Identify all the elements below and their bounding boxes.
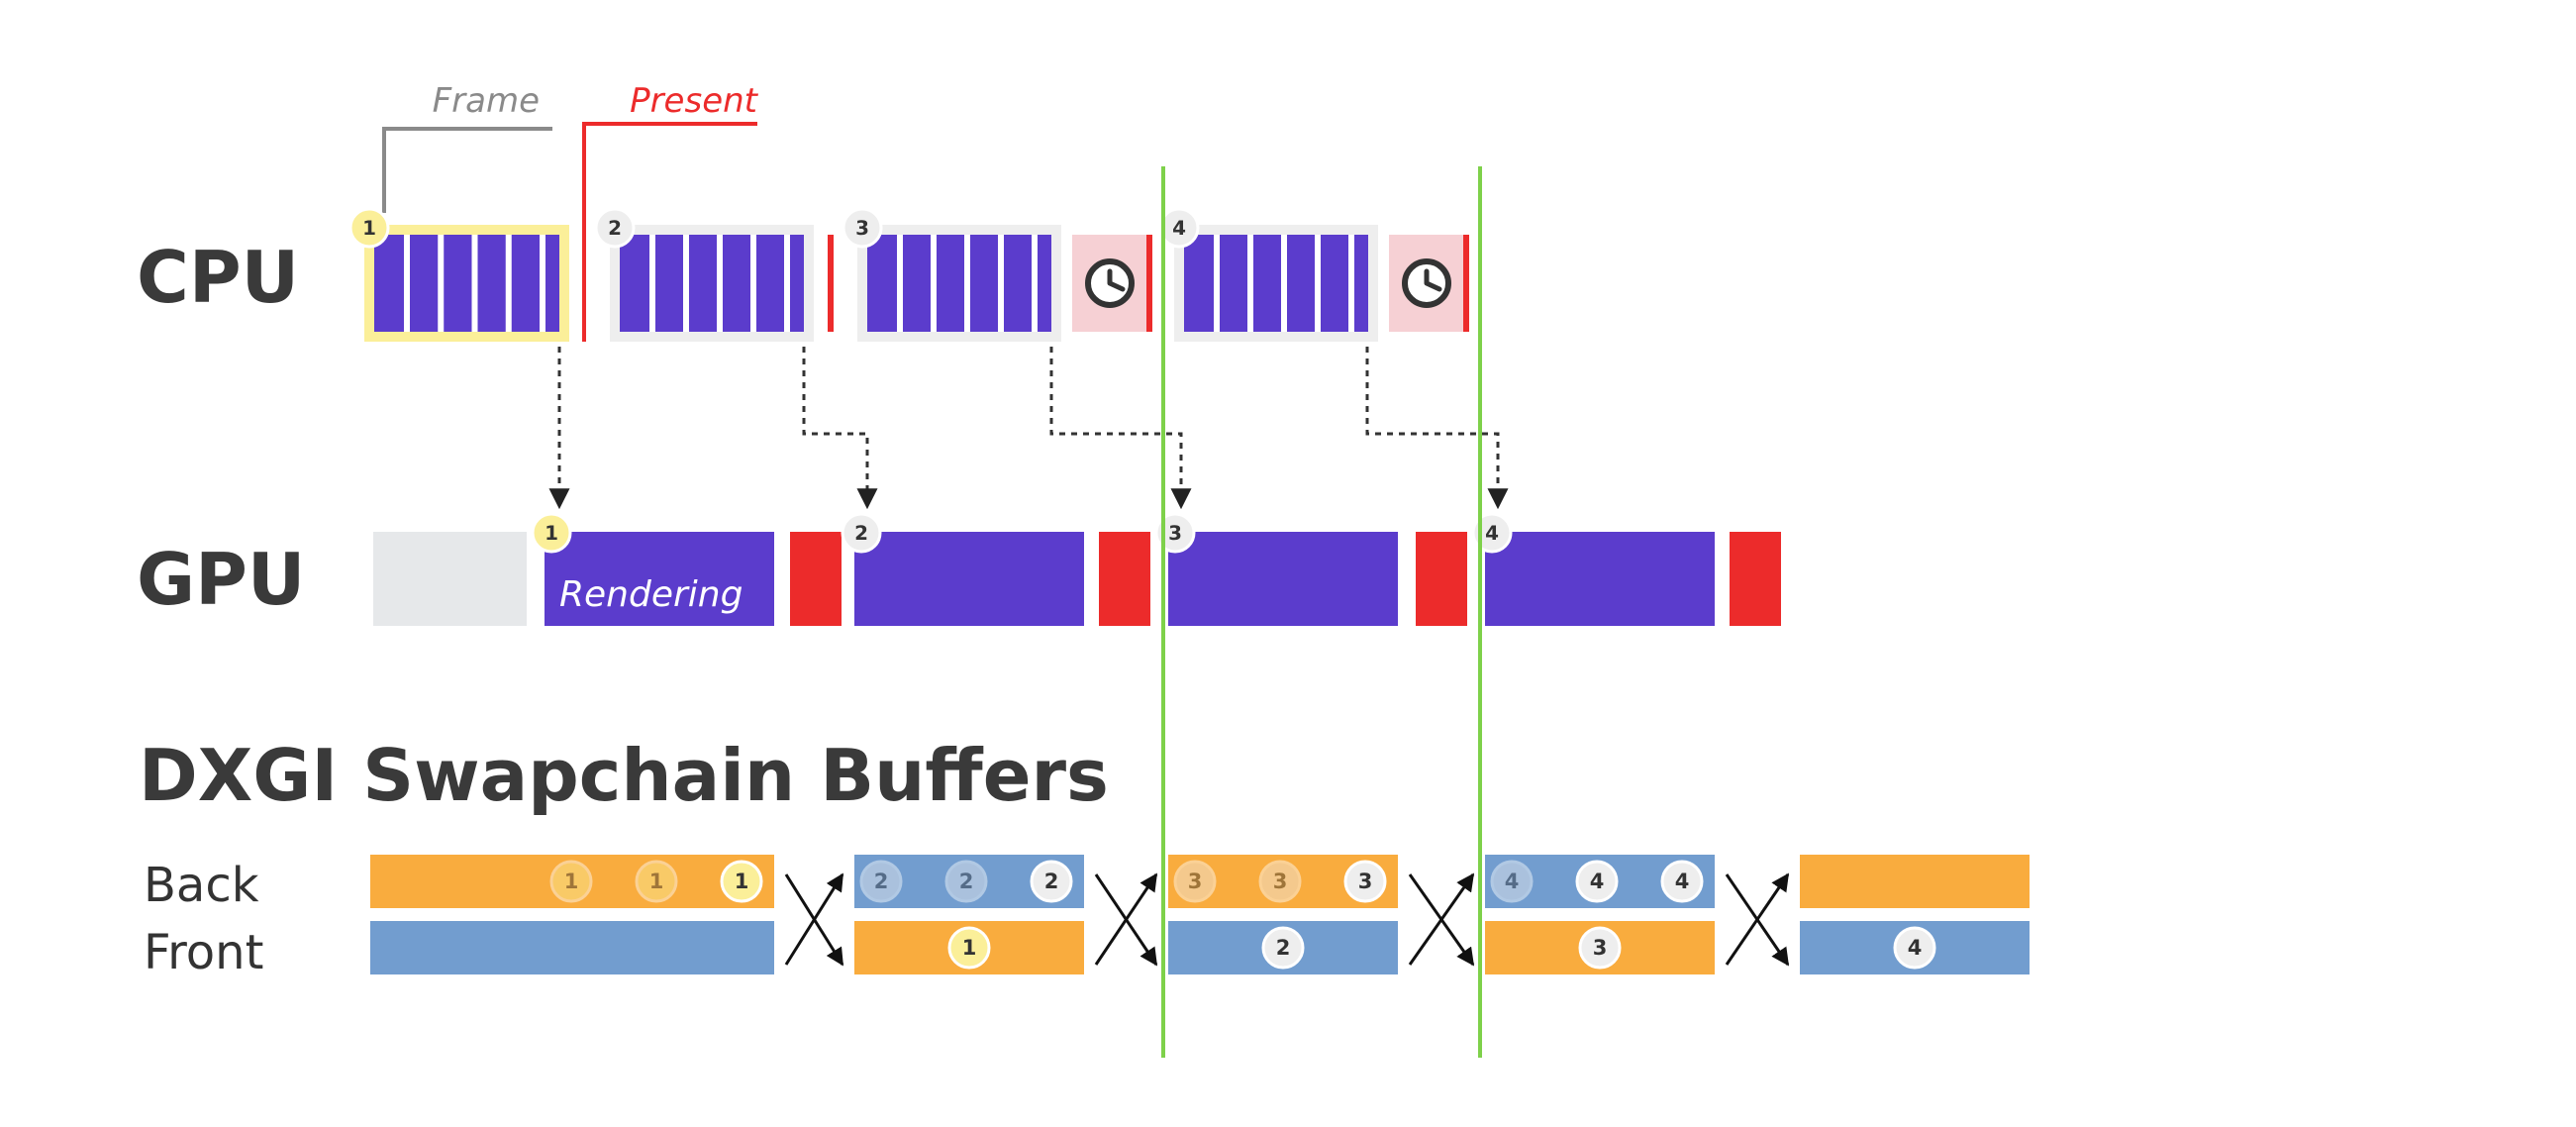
- svg-text:1: 1: [735, 870, 749, 893]
- front-buffer-label: Front: [144, 925, 263, 980]
- cpu-frame-badge: 2: [594, 207, 636, 249]
- gpu-present-block: [1416, 532, 1467, 626]
- cpu-label: CPU: [137, 236, 299, 319]
- gpu-render-block: [545, 532, 774, 626]
- present-bracket: Present: [582, 81, 759, 342]
- back-buffer-badge: 1: [635, 860, 678, 903]
- svg-text:3: 3: [1358, 870, 1373, 893]
- svg-text:4: 4: [1172, 216, 1186, 240]
- clock-icon: [1402, 258, 1451, 308]
- back-buffer-label: Back: [144, 858, 259, 913]
- swap-arrows-icon: [1094, 872, 1158, 967]
- svg-text:4: 4: [1590, 870, 1605, 893]
- svg-text:3: 3: [855, 216, 869, 240]
- gpu-frame-badge: 3: [1154, 512, 1196, 554]
- dependency-arrow: [802, 347, 878, 510]
- swap-arrows-icon: [1725, 872, 1790, 967]
- back-buffer-segment: [370, 855, 774, 908]
- dependency-arrow: [1365, 347, 1509, 510]
- svg-text:1: 1: [962, 936, 977, 960]
- back-buffer-badge: 3: [1173, 860, 1217, 903]
- front-buffer-badge: 2: [1261, 926, 1305, 970]
- svg-text:2: 2: [874, 870, 889, 893]
- gpu-present-block: [790, 532, 842, 626]
- back-buffer-badge: 4: [1575, 860, 1619, 903]
- svg-text:2: 2: [608, 216, 622, 240]
- back-buffer-badge: 3: [1343, 860, 1387, 903]
- svg-text:1: 1: [545, 521, 558, 545]
- cpu-frame-badge: 4: [1158, 207, 1200, 249]
- svg-text:4: 4: [1675, 870, 1690, 893]
- svg-text:2: 2: [854, 521, 868, 545]
- swap-arrows-icon: [784, 872, 844, 967]
- present-marker: [828, 235, 834, 332]
- svg-text:2: 2: [1044, 870, 1059, 893]
- clock-icon: [1085, 258, 1135, 308]
- cpu-frame-block: [1174, 225, 1378, 342]
- cpu-frame-badge: 3: [842, 207, 883, 249]
- svg-text:1: 1: [649, 870, 664, 893]
- svg-text:3: 3: [1593, 936, 1608, 960]
- front-buffer-badge: 4: [1893, 926, 1936, 970]
- svg-text:1: 1: [564, 870, 579, 893]
- cpu-frame-block: [364, 225, 569, 342]
- frame-bracket: Frame: [382, 81, 552, 213]
- gpu-frame-badge: 2: [841, 512, 882, 554]
- gpu-render-block: [854, 532, 1084, 626]
- gpu-present-block: [1730, 532, 1781, 626]
- gpu-present-block: [1099, 532, 1150, 626]
- front-buffer-badge: 1: [947, 926, 991, 970]
- back-buffer-segment: [1800, 855, 2030, 908]
- rendering-label: Rendering: [559, 574, 743, 615]
- wait-block: [1389, 235, 1469, 332]
- front-buffer-segment: [370, 921, 774, 974]
- svg-text:4: 4: [1908, 936, 1923, 960]
- svg-text:3: 3: [1273, 870, 1288, 893]
- cpu-frame-block: [610, 225, 814, 342]
- swap-arrows-icon: [1408, 872, 1475, 967]
- back-buffer-badge: 1: [720, 860, 763, 903]
- gpu-label: GPU: [137, 538, 305, 621]
- frame-label: Frame: [433, 81, 540, 121]
- cpu-frame-badge: 1: [348, 207, 390, 249]
- cpu-frame-block: [857, 225, 1061, 342]
- cpu-timeline: 1 2 3 4: [348, 207, 1469, 342]
- svg-text:4: 4: [1505, 870, 1520, 893]
- gpu-render-block: [1485, 532, 1715, 626]
- back-buffer-badge: 4: [1660, 860, 1704, 903]
- back-buffer-badge: 1: [549, 860, 593, 903]
- gpu-render-block: [1168, 532, 1398, 626]
- gpu-frame-badge: 4: [1471, 512, 1513, 554]
- svg-text:3: 3: [1188, 870, 1203, 893]
- wait-block: [1072, 235, 1152, 332]
- back-buffer-badge: 2: [944, 860, 988, 903]
- svg-text:2: 2: [1276, 936, 1291, 960]
- swapchain-buffers: 1 1 1 2 2 2 1 3 3 3 2 4 4 4 3 4: [370, 855, 2030, 974]
- front-buffer-badge: 3: [1578, 926, 1622, 970]
- present-label: Present: [630, 81, 759, 121]
- swapchain-title: DXGI Swapchain Buffers: [139, 734, 1109, 817]
- vsync-lines: [1161, 166, 1482, 1058]
- cpu-to-gpu-dependencies: [548, 347, 1509, 510]
- back-buffer-badge: 4: [1490, 860, 1534, 903]
- back-buffer-badge: 2: [859, 860, 903, 903]
- dependency-arrow: [1049, 347, 1192, 510]
- back-buffer-badge: 3: [1258, 860, 1302, 903]
- gpu-frame-badge: 1: [531, 512, 572, 554]
- back-buffer-badge: 2: [1030, 860, 1073, 903]
- svg-text:3: 3: [1168, 521, 1182, 545]
- svg-text:4: 4: [1485, 521, 1499, 545]
- svg-text:1: 1: [362, 216, 376, 240]
- svg-text:2: 2: [959, 870, 974, 893]
- gpu-idle-block: [373, 532, 527, 626]
